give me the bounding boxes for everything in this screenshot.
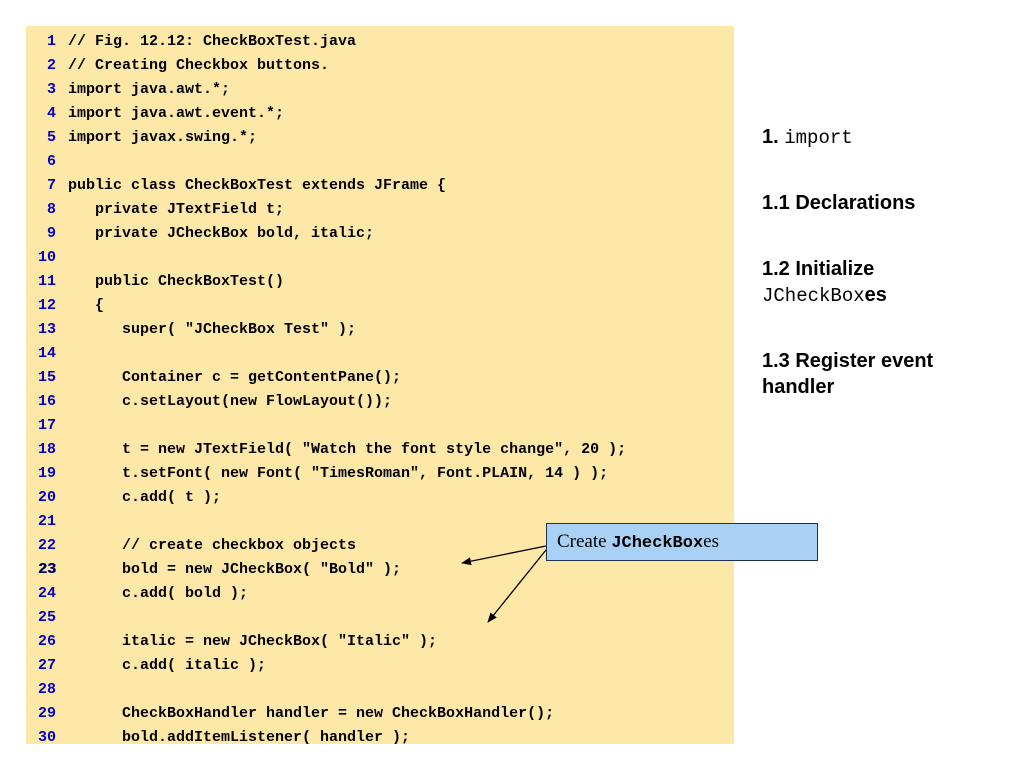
callout-prefix: Create (557, 531, 612, 552)
code-line: 5 import javax.swing.*; (26, 126, 734, 150)
code-line: 20 c.add( t ); (26, 486, 734, 510)
line-number: 3 (46, 81, 56, 98)
code-line: 3 import java.awt.*; (26, 78, 734, 102)
code-line: 23 bold = new JCheckBox( "Bold" ); (26, 558, 734, 582)
line-code: // create checkbox objects (68, 537, 357, 554)
line-code: t.setFont( new Font( "TimesRoman", Font.… (68, 465, 609, 482)
line-number: 30 (37, 729, 56, 746)
code-line: 9 private JCheckBox bold, italic; (26, 222, 734, 246)
line-code: private JTextField t; (68, 201, 285, 218)
code-line: 19 t.setFont( new Font( "TimesRoman", Fo… (26, 462, 734, 486)
line-number: 29 (37, 705, 56, 722)
code-line: 16 c.setLayout(new FlowLayout()); (26, 390, 734, 414)
line-number: 8 (46, 201, 56, 218)
line-code: CheckBoxHandler handler = new CheckBoxHa… (68, 705, 555, 722)
line-code: public CheckBoxTest() (68, 273, 285, 290)
line-code: c.add( t ); (68, 489, 222, 506)
callout-box: Create JCheckBoxes (546, 523, 818, 561)
line-number: 11 (37, 273, 56, 290)
code-line: 28 (26, 678, 734, 702)
line-number: 26 (37, 633, 56, 650)
line-number: 10 (37, 249, 56, 266)
code-line: 18 t = new JTextField( "Watch the font s… (26, 438, 734, 462)
outline-item-declarations: 1.1 Declarations (762, 192, 916, 214)
line-code: t = new JTextField( "Watch the font styl… (68, 441, 627, 458)
line-number: 22 (37, 537, 56, 554)
line-number: 2 (46, 57, 56, 74)
callout-suffix: es (703, 531, 719, 552)
code-line: 17 (26, 414, 734, 438)
code-line: 12 { (26, 294, 734, 318)
line-number: 27 (37, 657, 56, 674)
line-number: 25 (37, 609, 56, 626)
code-line: 26 italic = new JCheckBox( "Italic" ); (26, 630, 734, 654)
code-line: 13 super( "JCheckBox Test" ); (26, 318, 734, 342)
line-number: 19 (37, 465, 56, 482)
line-code: import java.awt.event.*; (68, 105, 285, 122)
line-number: 12 (37, 297, 56, 314)
code-line: 6 (26, 150, 734, 174)
outline-item-number: 1. (762, 126, 785, 148)
code-line: 4 import java.awt.event.*; (26, 102, 734, 126)
code-line: 2 // Creating Checkbox buttons. (26, 54, 734, 78)
line-number: 9 (46, 225, 56, 242)
line-code: import javax.swing.*; (68, 129, 258, 146)
outline-item-initialize: 1.2 Initialize JCheckBoxes (762, 256, 1002, 309)
line-code: import java.awt.*; (68, 81, 231, 98)
line-number: 18 (37, 441, 56, 458)
code-line: 11 public CheckBoxTest() (26, 270, 734, 294)
line-number: 17 (37, 417, 56, 434)
code-line: 22 // create checkbox objects (26, 534, 734, 558)
line-number: 23 (37, 561, 56, 578)
code-line: 25 (26, 606, 734, 630)
outline-item-code: import (784, 127, 853, 149)
line-code: c.add( italic ); (68, 657, 267, 674)
line-code: // Fig. 12.12: CheckBoxTest.java (68, 33, 357, 50)
line-code: italic = new JCheckBox( "Italic" ); (68, 633, 438, 650)
line-code: Container c = getContentPane(); (68, 369, 402, 386)
line-code: bold = new JCheckBox( "Bold" ); (68, 561, 402, 578)
code-line: 24 c.add( bold ); (26, 582, 734, 606)
line-number: 24 (37, 585, 56, 602)
line-code: c.add( bold ); (68, 585, 249, 602)
code-line: 14 (26, 342, 734, 366)
line-code: { (68, 297, 105, 314)
line-code: bold.addItemListener( handler ); (68, 729, 411, 746)
line-number: 1 (46, 33, 56, 50)
line-code: super( "JCheckBox Test" ); (68, 321, 357, 338)
line-number: 20 (37, 489, 56, 506)
outline-item-suffix: es (864, 284, 887, 306)
code-line: 15 Container c = getContentPane(); (26, 366, 734, 390)
line-number: 28 (37, 681, 56, 698)
line-code: public class CheckBoxTest extends JFrame… (68, 177, 447, 194)
line-number: 6 (46, 153, 56, 170)
code-line: 8 private JTextField t; (26, 198, 734, 222)
line-number: 7 (46, 177, 56, 194)
callout-code: JCheckBox (611, 534, 704, 553)
code-line: 7 public class CheckBoxTest extends JFram… (26, 174, 734, 198)
line-number: 4 (46, 105, 56, 122)
line-number: 16 (37, 393, 56, 410)
code-listing: 1 // Fig. 12.12: CheckBoxTest.java 2 // Cre… (26, 26, 734, 746)
code-line: 30 bold.addItemListener( handler ); (26, 726, 734, 750)
line-code: c.setLayout(new FlowLayout()); (68, 393, 393, 410)
code-line: 1 // Fig. 12.12: CheckBoxTest.java (26, 30, 734, 54)
line-code: // Creating Checkbox buttons. (68, 57, 330, 74)
code-line: 21 (26, 510, 734, 534)
code-line: 27 c.add( italic ); (26, 654, 734, 678)
code-line: 10 (26, 246, 734, 270)
line-number: 13 (37, 321, 56, 338)
outline-item-text: 1.2 Initialize (762, 258, 875, 280)
line-number: 15 (37, 369, 56, 386)
outline-item-import: 1. import (762, 124, 1002, 151)
line-number: 14 (37, 345, 56, 362)
outline-item-register: 1.3 Register event handler (762, 350, 934, 398)
line-number: 5 (46, 129, 56, 146)
outline-item-code: JCheckBox (762, 285, 865, 307)
line-number: 21 (37, 513, 56, 530)
code-line: 29 CheckBoxHandler handler = new CheckBo… (26, 702, 734, 726)
line-code: private JCheckBox bold, italic; (68, 225, 375, 242)
